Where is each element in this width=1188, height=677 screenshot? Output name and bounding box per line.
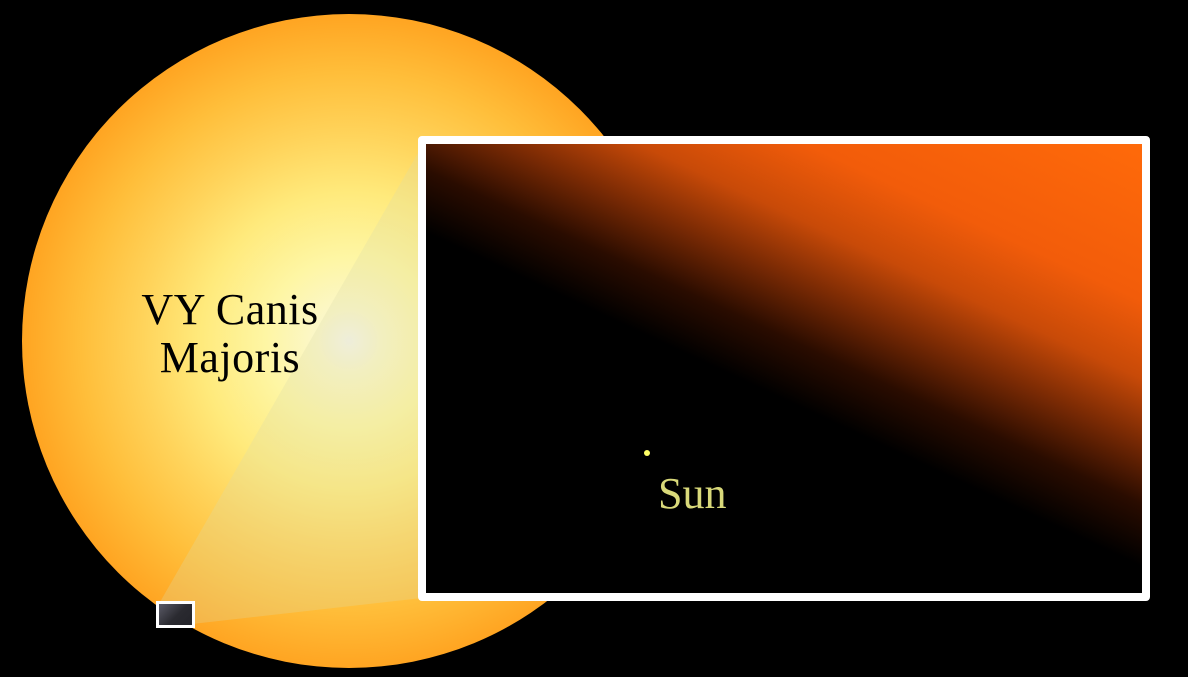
star-label: VY Canis Majoris xyxy=(120,286,340,382)
sun-dot xyxy=(644,450,650,456)
star-label-line2: Majoris xyxy=(159,333,301,382)
star-label-line1: VY Canis xyxy=(141,285,319,334)
sun-label: Sun xyxy=(658,469,727,518)
zoom-panel: Sun xyxy=(418,136,1150,601)
zoom-region-marker xyxy=(156,601,195,628)
